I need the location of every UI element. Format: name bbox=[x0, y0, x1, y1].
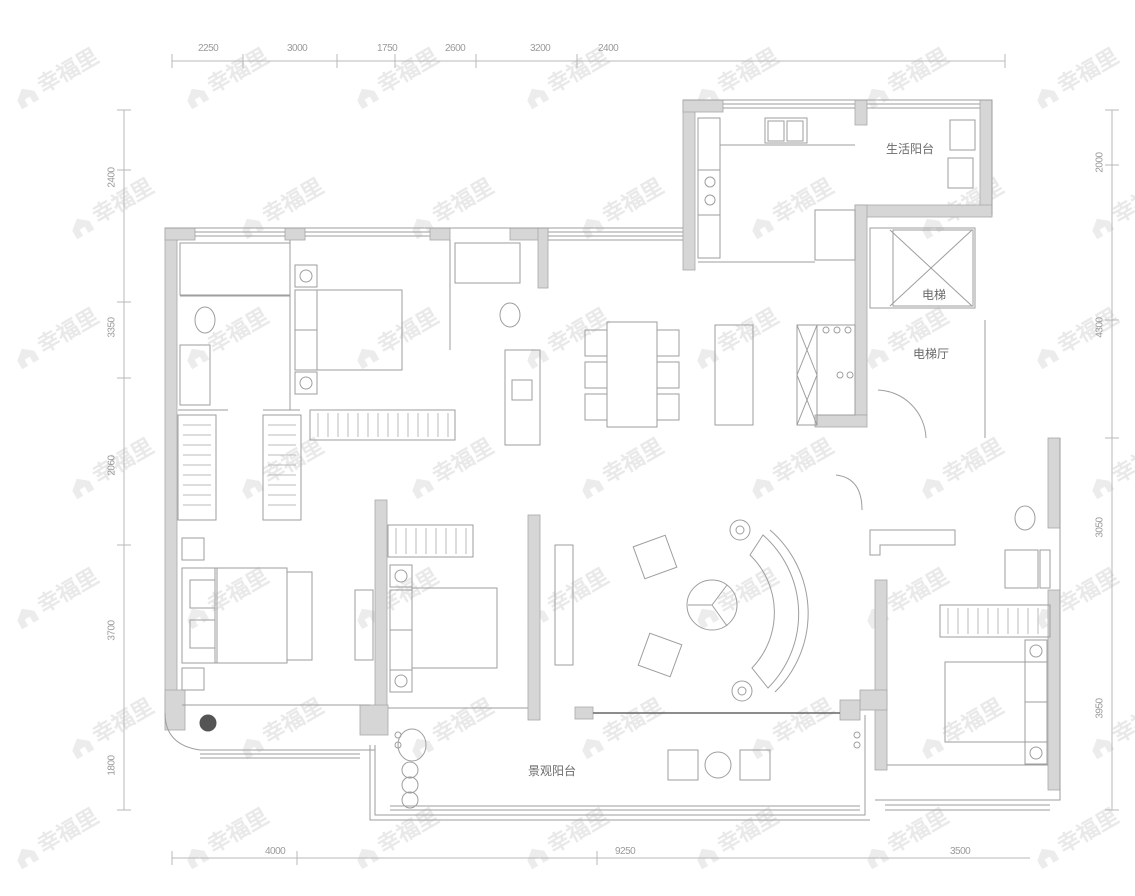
dim-bottom-3: 3500 bbox=[950, 846, 971, 857]
dim-top-3: 1750 bbox=[377, 43, 398, 54]
dim-left-4: 3700 bbox=[106, 620, 118, 641]
dim-right-1: 2000 bbox=[1094, 152, 1106, 173]
linework bbox=[164, 99, 1061, 821]
dim-left-2: 3350 bbox=[106, 317, 118, 338]
dim-left-1: 2400 bbox=[106, 167, 118, 188]
dim-right-4: 3950 bbox=[1094, 698, 1106, 719]
dim-left-3: 2060 bbox=[106, 455, 118, 476]
room-label-elevator: 电梯 bbox=[922, 288, 947, 302]
room-label-landscape-balcony: 景观阳台 bbox=[528, 764, 577, 778]
dimension-lines bbox=[117, 54, 1119, 865]
room-label-utility-balcony: 生活阳台 bbox=[886, 142, 935, 156]
dim-left-5: 1800 bbox=[106, 755, 118, 776]
dim-bottom-2: 9250 bbox=[615, 846, 636, 857]
room-label-elevator-hall: 电梯厅 bbox=[913, 347, 950, 361]
dim-top-4: 2600 bbox=[445, 43, 466, 54]
dim-top-6: 2400 bbox=[598, 43, 619, 54]
dim-top-5: 3200 bbox=[530, 43, 551, 54]
dim-right-3: 3050 bbox=[1094, 517, 1106, 538]
walls bbox=[164, 99, 1061, 791]
dim-top-2: 3000 bbox=[287, 43, 308, 54]
dim-top-1: 2250 bbox=[198, 43, 219, 54]
dim-bottom-1: 4000 bbox=[265, 846, 286, 857]
dim-right-2: 4300 bbox=[1094, 317, 1106, 338]
